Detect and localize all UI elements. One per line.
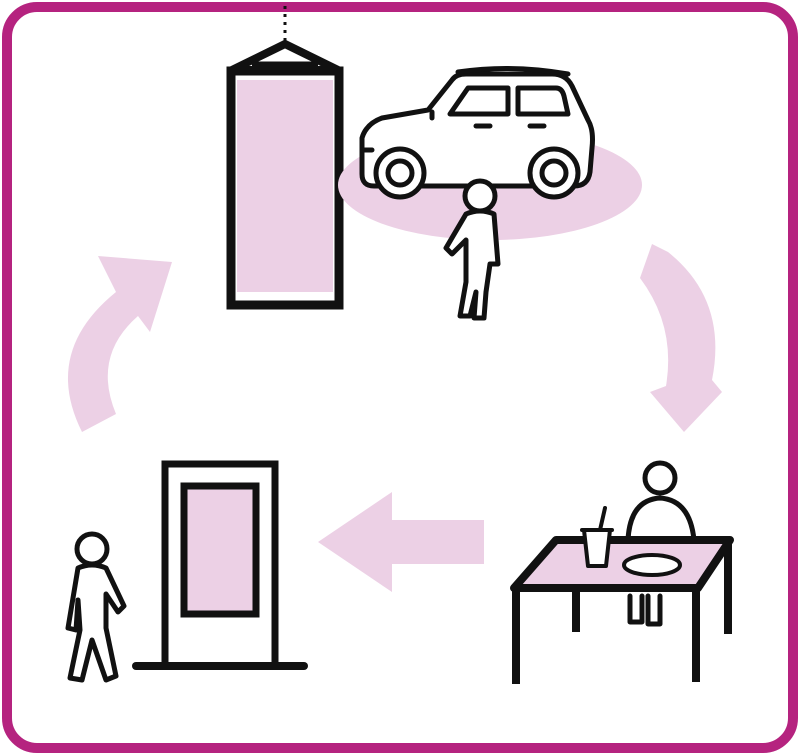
seated-person-icon [625, 460, 697, 627]
table-icon [510, 536, 734, 684]
step-dining-table [510, 460, 734, 684]
plate-icon [622, 553, 682, 577]
arrow-top-right [640, 244, 722, 432]
arrow-bottom [318, 492, 484, 592]
walking-person-icon [443, 178, 501, 321]
step-door-exit [65, 460, 308, 683]
door-icon [132, 460, 308, 670]
arrow-left [67, 256, 172, 432]
drink-cup-icon [580, 506, 614, 568]
walking-person-icon [65, 531, 127, 683]
hanging-banner-icon [226, 40, 344, 310]
step-hanging-sign-car [226, 6, 642, 321]
car-icon [359, 65, 595, 200]
